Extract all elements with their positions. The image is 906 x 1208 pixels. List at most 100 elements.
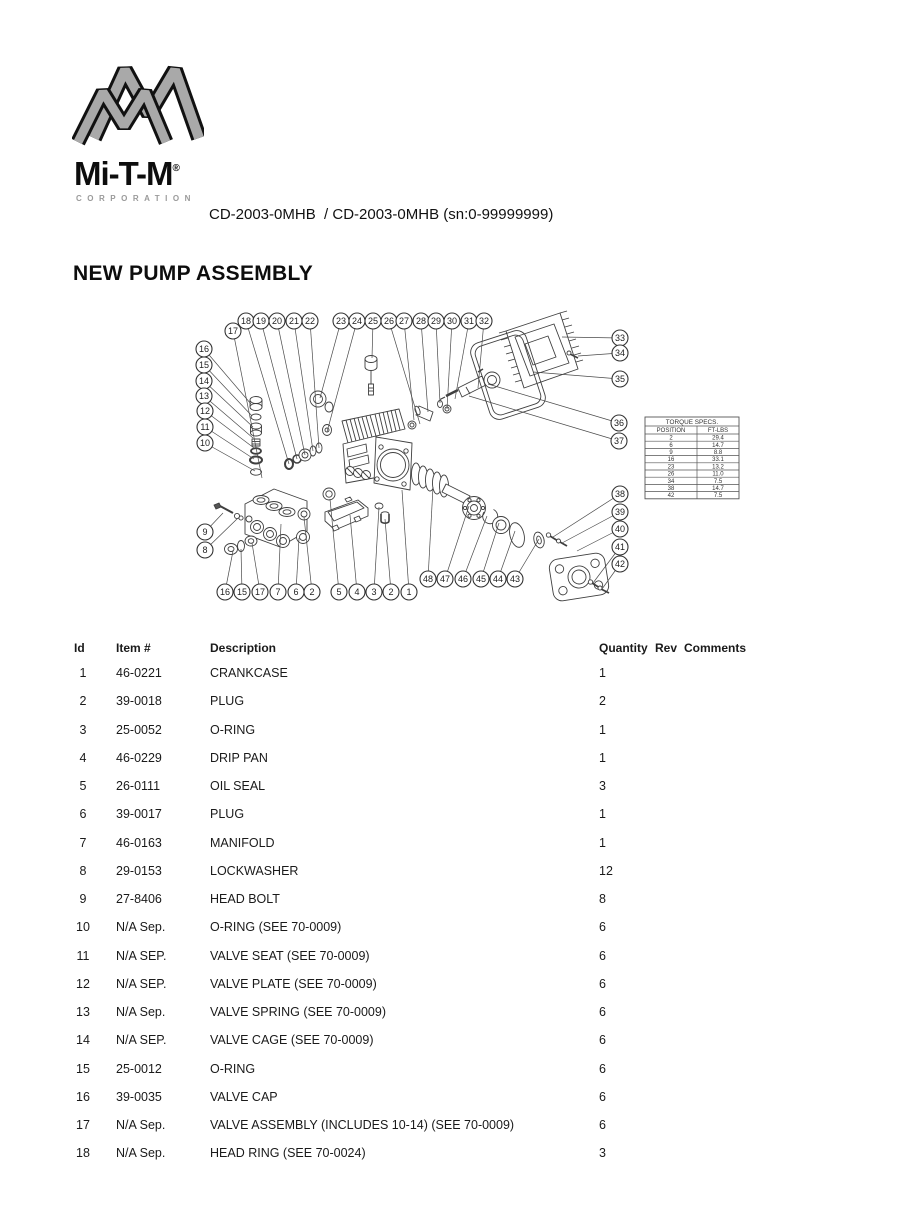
- callout-10: 10: [196, 434, 214, 452]
- callout-40: 40: [611, 520, 629, 538]
- callout-4: 4: [348, 583, 366, 601]
- svg-text:26: 26: [384, 316, 394, 326]
- callout-17: 17: [224, 322, 242, 340]
- callout-38: 38: [611, 485, 629, 503]
- svg-text:40: 40: [615, 524, 625, 534]
- callout-16: 16: [195, 340, 213, 358]
- svg-text:35: 35: [615, 374, 625, 384]
- callout-42: 42: [611, 555, 629, 573]
- valve-cover-part: [498, 310, 584, 389]
- crankcase-part: [341, 408, 413, 491]
- callout-47: 47: [436, 570, 454, 588]
- svg-text:23: 23: [668, 464, 675, 470]
- svg-text:42: 42: [615, 559, 625, 569]
- callout-13: 13: [195, 387, 213, 405]
- model-number-line: CD-2003-0MHB / CD-2003-0MHB (sn:0-999999…: [209, 206, 554, 223]
- svg-text:16: 16: [220, 587, 230, 597]
- callout-20: 20: [268, 312, 286, 330]
- svg-text:10: 10: [200, 438, 210, 448]
- svg-text:29.4: 29.4: [712, 436, 724, 442]
- callout-43: 43: [506, 570, 524, 588]
- callout-36: 36: [610, 414, 628, 432]
- svg-text:2: 2: [388, 587, 393, 597]
- svg-text:32: 32: [479, 316, 489, 326]
- callout-31: 31: [460, 312, 478, 330]
- svg-text:33.1: 33.1: [712, 457, 724, 463]
- svg-text:39: 39: [615, 507, 625, 517]
- valve-stack-parts: [249, 396, 263, 476]
- svg-text:16: 16: [199, 344, 209, 354]
- svg-text:38: 38: [668, 486, 675, 492]
- svg-text:36: 36: [614, 418, 624, 428]
- svg-text:4: 4: [354, 587, 359, 597]
- svg-text:22: 22: [305, 316, 315, 326]
- svg-text:19: 19: [256, 316, 266, 326]
- callout-44: 44: [489, 570, 507, 588]
- callout-7: 7: [269, 583, 287, 601]
- cover-gasket-part: [470, 330, 546, 420]
- pump-exploded-diagram: TORQUE SPECS.POSITIONFT-LBS229.4614.798.…: [195, 310, 740, 602]
- callout-25: 25: [364, 312, 382, 330]
- svg-text:13.2: 13.2: [712, 464, 724, 470]
- svg-text:27: 27: [399, 316, 409, 326]
- svg-text:21: 21: [289, 316, 299, 326]
- registered-mark: ®: [172, 163, 180, 174]
- svg-text:34: 34: [668, 479, 675, 485]
- svg-text:46: 46: [458, 574, 468, 584]
- svg-text:14: 14: [199, 376, 209, 386]
- svg-text:15: 15: [199, 360, 209, 370]
- svg-text:37: 37: [614, 436, 624, 446]
- parts-table-header: Id Item # Description Quantity Rev Comme…: [74, 640, 836, 656]
- svg-text:POSITION: POSITION: [657, 428, 686, 434]
- callout-21: 21: [285, 312, 303, 330]
- svg-text:3: 3: [371, 587, 376, 597]
- callout-37: 37: [610, 432, 628, 450]
- svg-text:7: 7: [275, 587, 280, 597]
- callout-30: 30: [443, 312, 461, 330]
- callout-6: 6: [287, 583, 305, 601]
- svg-text:42: 42: [668, 493, 675, 499]
- callout-28: 28: [412, 312, 430, 330]
- svg-text:29: 29: [431, 316, 441, 326]
- column-header-rev: Rev: [655, 641, 678, 655]
- column-header-description: Description: [210, 641, 277, 655]
- bearing-cover-parts: [545, 532, 610, 602]
- svg-text:33: 33: [615, 333, 625, 343]
- svg-text:5: 5: [336, 587, 341, 597]
- callout-29: 29: [427, 312, 445, 330]
- svg-text:34: 34: [615, 348, 625, 358]
- svg-text:17: 17: [255, 587, 265, 597]
- callout-15: 15: [195, 356, 213, 374]
- svg-text:23: 23: [336, 316, 346, 326]
- callout-24: 24: [348, 312, 366, 330]
- svg-text:47: 47: [440, 574, 450, 584]
- svg-text:7.5: 7.5: [714, 493, 723, 499]
- callout-3: 3: [365, 583, 383, 601]
- column-header-quantity: Quantity: [599, 641, 648, 655]
- svg-text:12: 12: [200, 406, 210, 416]
- svg-text:17: 17: [228, 326, 238, 336]
- svg-text:13: 13: [199, 391, 209, 401]
- callout-32: 32: [475, 312, 493, 330]
- callout-46: 46: [454, 570, 472, 588]
- svg-text:8: 8: [202, 545, 207, 555]
- svg-text:7.5: 7.5: [714, 479, 723, 485]
- manifold-part: [244, 488, 308, 548]
- svg-text:11: 11: [200, 422, 209, 432]
- svg-text:2: 2: [309, 587, 314, 597]
- logo: Mi-T-M® CORPORATION: [71, 54, 222, 203]
